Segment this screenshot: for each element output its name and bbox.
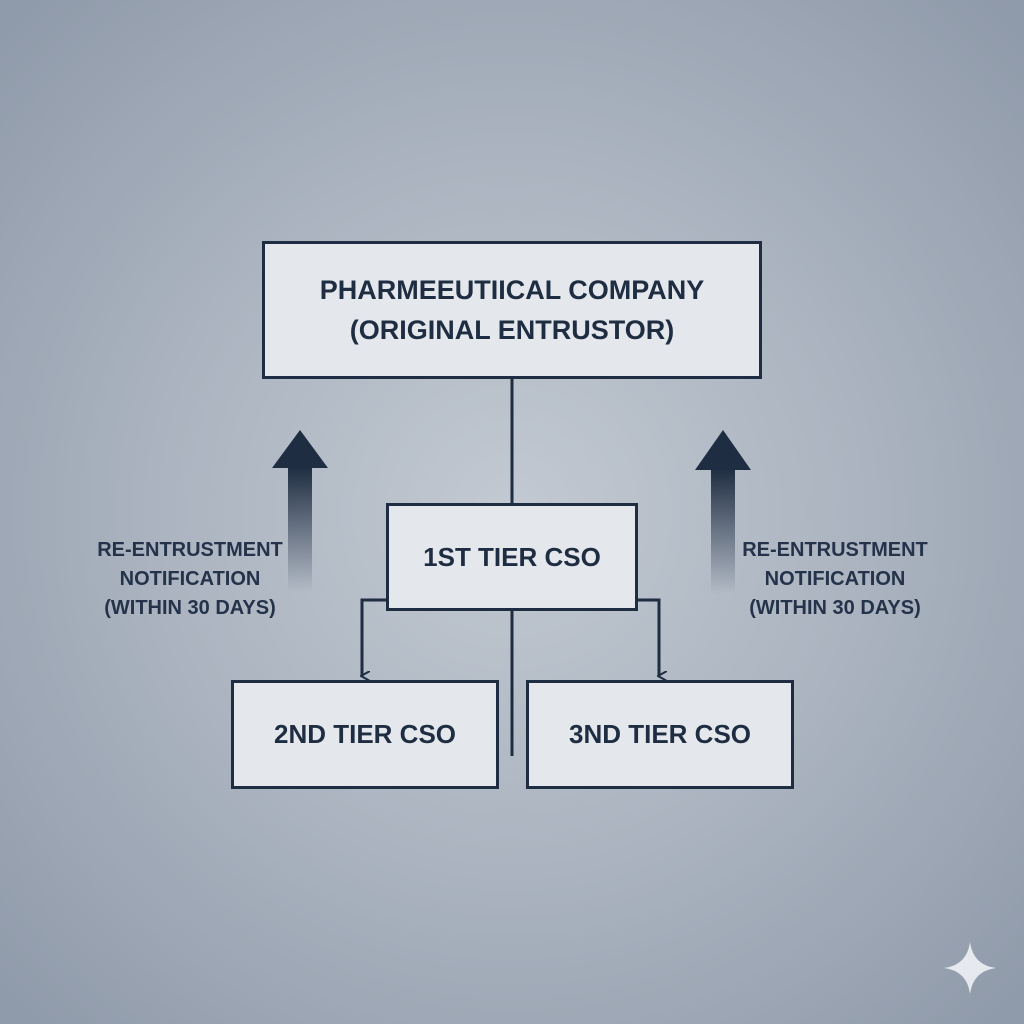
arrow-to-tier2: [362, 598, 386, 676]
note-right-line1: RE-ENTRUSTMENT: [742, 539, 928, 561]
tier3-cso-box: 3ND TIER CSO: [526, 680, 794, 789]
arrow-to-tier3: [637, 598, 659, 676]
note-left-line3: (WITHIN 30 DAYS): [104, 597, 276, 619]
top-box-line1: PHARMEEUTIICAL COMPANY: [319, 275, 705, 305]
up-arrow-left-icon: [272, 430, 328, 592]
note-left-line2: NOTIFICATION: [119, 568, 261, 590]
tier2-cso-box: 2ND TIER CSO: [231, 680, 499, 789]
top-box-line2: (ORIGINAL ENTRUSTOR): [349, 315, 675, 345]
sparkle-icon: [944, 942, 996, 994]
tier2-label: 2ND TIER CSO: [273, 719, 457, 749]
up-arrow-right-icon: [695, 430, 751, 594]
tier1-cso-box: 1ST TIER CSO: [386, 503, 638, 611]
tier3-label: 3ND TIER CSO: [568, 719, 752, 749]
notification-note-left: RE-ENTRUSTMENT NOTIFICATION (WITHIN 30 D…: [90, 536, 290, 623]
notification-note-right: RE-ENTRUSTMENT NOTIFICATION (WITHIN 30 D…: [735, 536, 935, 623]
note-right-line2: NOTIFICATION: [764, 568, 906, 590]
tier1-label: 1ST TIER CSO: [423, 541, 601, 572]
note-left-line1: RE-ENTRUSTMENT: [97, 539, 283, 561]
pharmaceutical-company-box: PHARMEEUTIICAL COMPANY (ORIGINAL ENTRUST…: [262, 241, 762, 379]
note-right-line3: (WITHIN 30 DAYS): [749, 597, 921, 619]
